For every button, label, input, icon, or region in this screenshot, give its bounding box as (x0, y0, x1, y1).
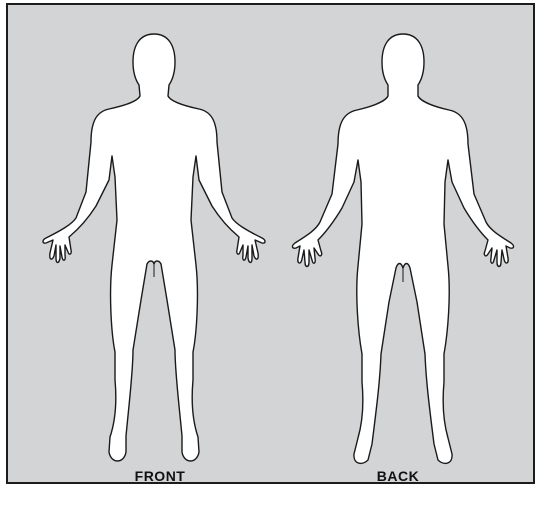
front-body-outline (29, 32, 279, 468)
back-label: BACK (377, 469, 419, 483)
back-body-outline (278, 32, 528, 468)
front-label: FRONT (135, 469, 186, 483)
